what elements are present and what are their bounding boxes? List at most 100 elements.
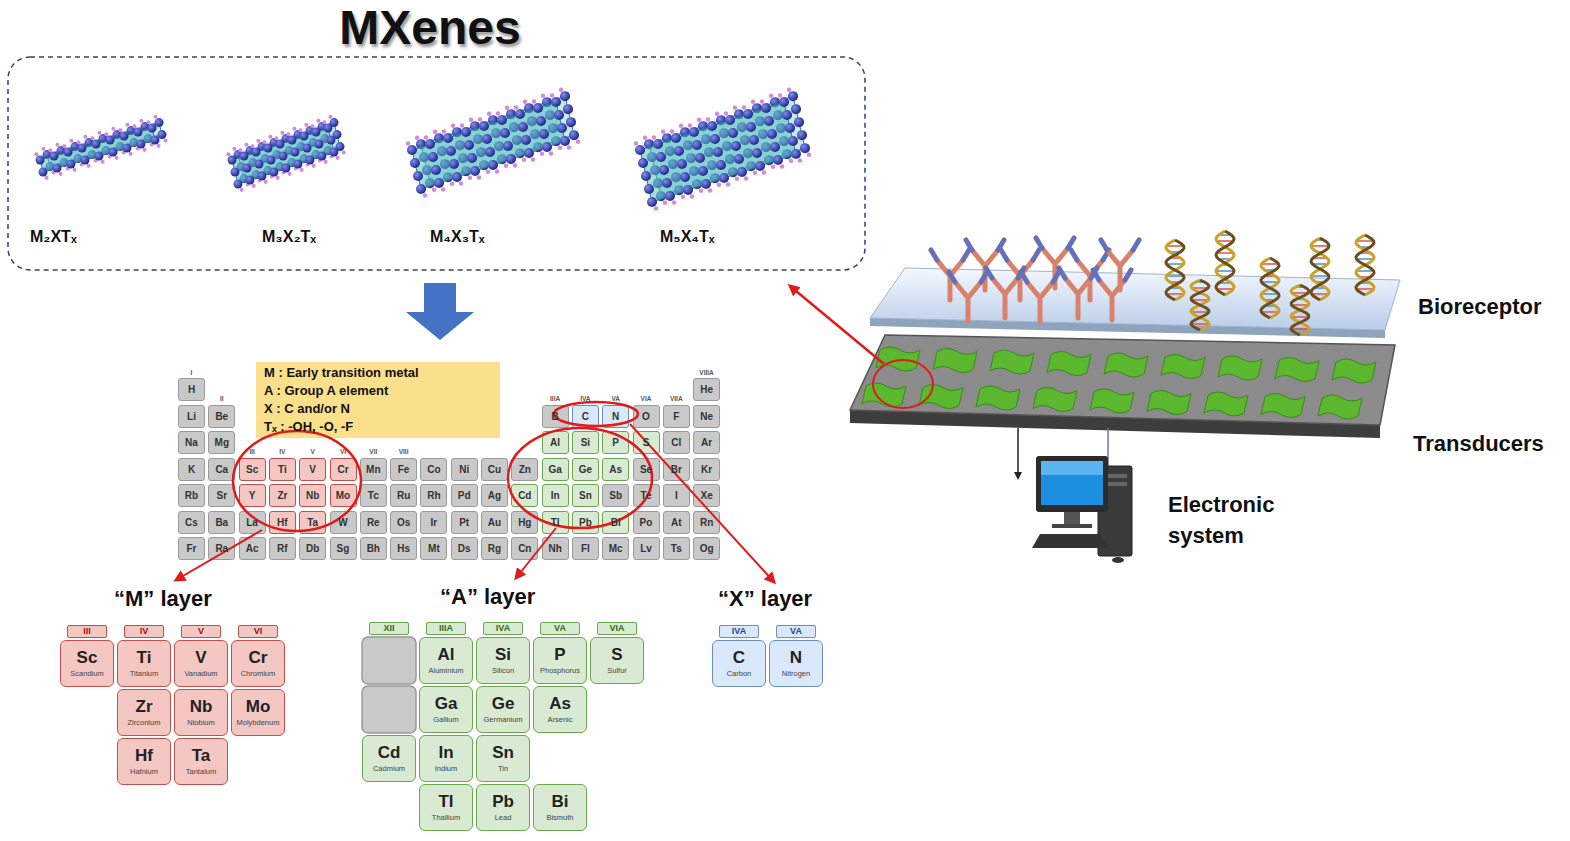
metal-atom <box>282 164 291 173</box>
metal-atom <box>737 167 747 177</box>
surface-group <box>153 115 157 119</box>
element-cell: Cl <box>663 431 690 454</box>
surface-group <box>450 181 455 186</box>
surface-group <box>778 93 783 98</box>
metal-atom <box>482 134 492 144</box>
element-symbol: Bi <box>552 793 569 812</box>
element-symbol: Pb <box>579 517 592 528</box>
surface-group <box>742 105 747 110</box>
element-cell: Nh <box>542 537 569 560</box>
group-number: VIIIA <box>687 369 727 376</box>
surface-group <box>240 188 244 192</box>
metal-atom <box>264 144 273 153</box>
element-card: PbLead <box>476 784 530 831</box>
group-number: II <box>202 395 242 402</box>
surface-group <box>681 194 686 199</box>
metal-atom <box>53 164 62 173</box>
metal-atom <box>78 144 87 153</box>
metal-atom <box>677 159 687 169</box>
element-cell: He <box>693 378 720 401</box>
surface-group <box>567 145 572 150</box>
element-cell: Ga <box>542 458 569 481</box>
element-card: ZrZirconium <box>117 689 171 736</box>
element-symbol: III <box>83 627 91 637</box>
element-cell: V <box>299 458 326 481</box>
surface-group <box>468 175 473 180</box>
element-symbol: Zn <box>519 464 531 475</box>
element-symbol: Rg <box>488 543 501 554</box>
element-symbol: Tc <box>368 490 379 501</box>
surface-group <box>807 152 812 157</box>
surface-group <box>735 176 740 181</box>
element-cell: Au <box>481 511 508 534</box>
element-symbol: Zr <box>277 490 287 501</box>
metal-atom <box>81 156 90 165</box>
element-symbol: Nb <box>190 698 213 717</box>
element-symbol: Hg <box>518 517 531 528</box>
metal-atom <box>134 128 143 137</box>
element-symbol: Ag <box>488 490 501 501</box>
element-symbol: Sn <box>492 744 514 763</box>
metal-atom <box>743 109 753 119</box>
element-symbol: Ge <box>492 695 515 714</box>
metal-atom <box>557 123 567 133</box>
metal-atom <box>731 141 741 151</box>
element-card: SiSilicon <box>476 637 530 684</box>
element-symbol: Mt <box>428 543 440 554</box>
surface-group <box>708 188 713 193</box>
slab-face <box>232 128 334 184</box>
element-name: Nitrogen <box>782 670 810 678</box>
element-card: SnTin <box>476 735 530 782</box>
element-symbol: Mn <box>366 464 380 475</box>
element-symbol: Ru <box>397 490 410 501</box>
metal-atom <box>656 152 666 162</box>
element-symbol: Se <box>640 464 652 475</box>
metal-atom <box>554 110 564 120</box>
surface-group <box>522 157 527 162</box>
group-header: IVA <box>719 625 759 638</box>
element-symbol: S <box>611 646 622 665</box>
surface-group <box>798 158 803 163</box>
element-symbol: P <box>612 437 619 448</box>
element-symbol: Cr <box>249 649 268 668</box>
element-card: AlAluminium <box>419 637 473 684</box>
metal-atom <box>659 165 669 175</box>
element-card: MoMolybdenum <box>231 689 285 736</box>
caption-label: “A” layer <box>440 584 535 610</box>
dna-helix <box>1166 240 1184 300</box>
metal-atom <box>330 148 339 157</box>
metal-atom <box>279 152 288 161</box>
metal-atom <box>728 128 738 138</box>
element-cell: Ta <box>299 511 326 534</box>
surface-group <box>469 117 474 122</box>
metal-atom <box>148 124 157 133</box>
element-symbol: Ts <box>671 543 682 554</box>
metal-atom <box>294 160 303 169</box>
surface-group <box>73 168 77 172</box>
surface-group <box>125 123 129 127</box>
surface-group <box>238 148 242 152</box>
metal-atom <box>521 135 531 145</box>
element-symbol: In <box>438 744 453 763</box>
metal-atom <box>479 121 489 131</box>
element-name: Niobium <box>187 719 215 727</box>
metal-atom <box>258 172 267 181</box>
transducer-pad <box>1275 358 1319 382</box>
surface-group <box>45 176 49 180</box>
metal-atom <box>569 130 579 140</box>
element-cell: O <box>633 405 660 428</box>
element-cell: Ru <box>390 484 417 507</box>
element-card: TaTantalum <box>174 738 228 785</box>
transducer-pad <box>1204 392 1248 416</box>
element-cell: Xe <box>693 484 720 507</box>
surface-group <box>342 150 346 154</box>
metal-atom <box>243 164 252 173</box>
element-symbol: Sg <box>337 543 350 554</box>
caption-label: “X” layer <box>718 586 812 612</box>
metal-atom <box>680 172 690 182</box>
element-symbol: He <box>700 384 713 395</box>
element-symbol: Al <box>438 646 455 665</box>
element-cell: Lv <box>633 537 660 560</box>
surface-group <box>286 132 290 136</box>
element-card: CCarbon <box>712 640 766 687</box>
